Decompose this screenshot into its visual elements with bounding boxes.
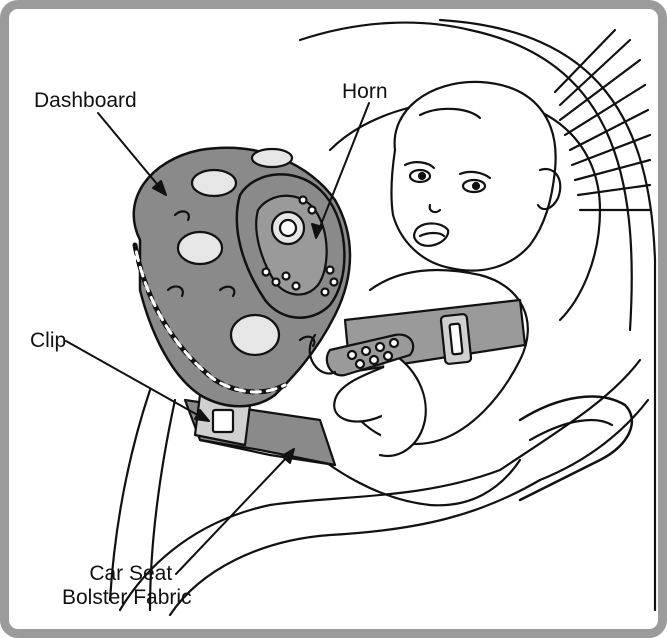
clip-label: Clip [30, 329, 66, 353]
car-seat-label-line2: Bolster Fabric [62, 586, 192, 610]
car-seat-bolster-label: Car Seat Bolster Fabric [70, 562, 192, 610]
dashboard-toy [134, 148, 350, 406]
car-seat-label-line1: Car Seat [70, 562, 192, 586]
horn-label: Horn [342, 80, 388, 104]
dashboard-label: Dashboard [34, 89, 137, 113]
